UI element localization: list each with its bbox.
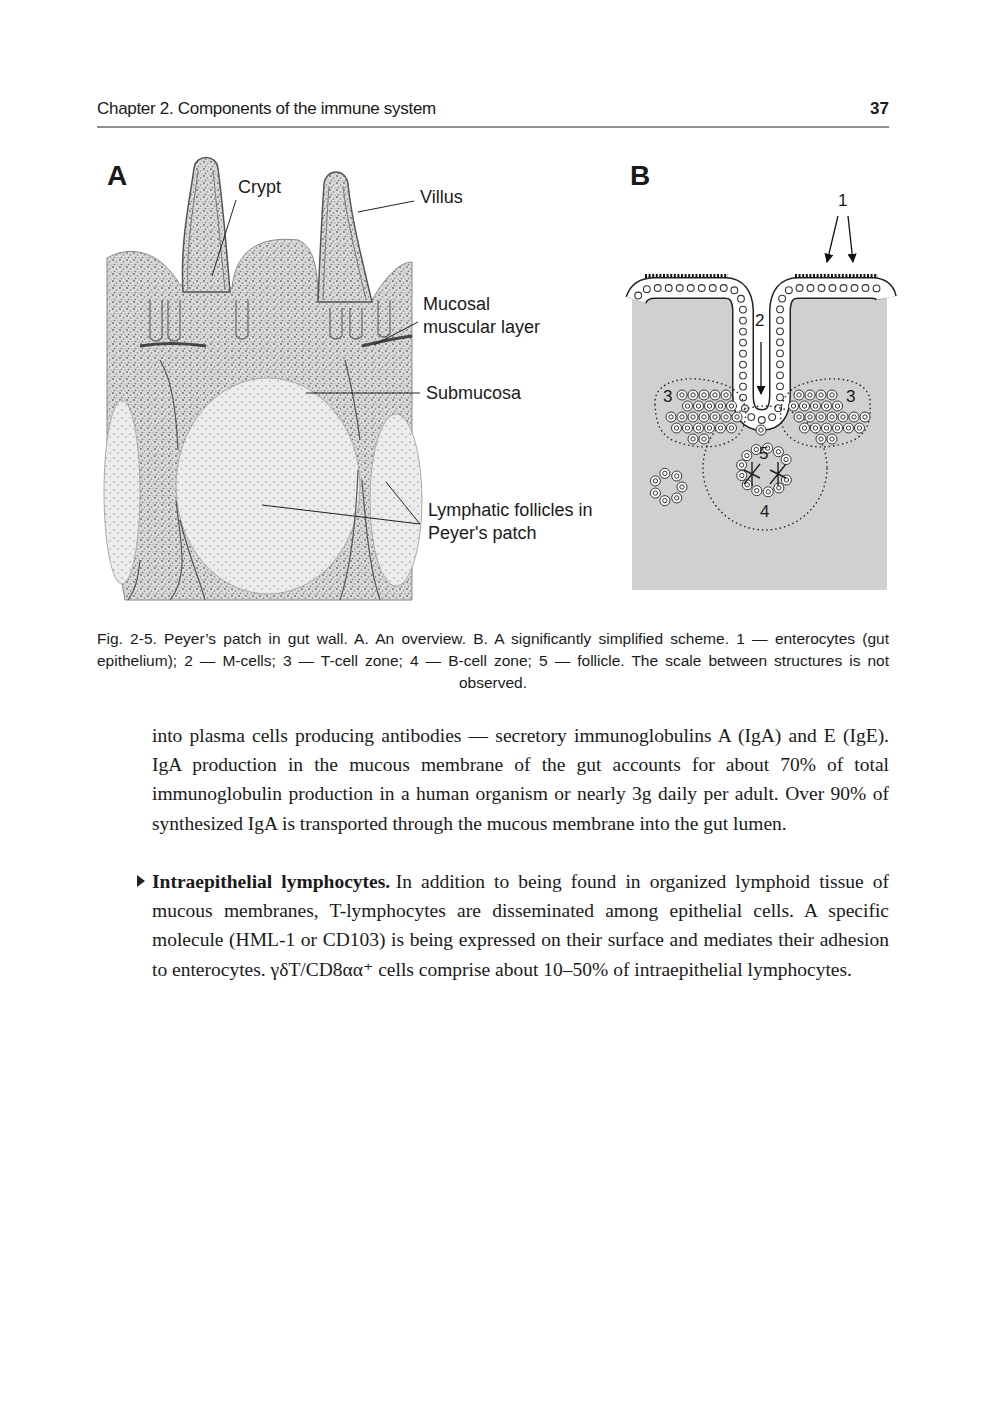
part-label: Crypt: [238, 176, 281, 199]
callout-number: 5: [759, 445, 768, 463]
callout-number: 3: [663, 388, 672, 406]
panel-letter: A: [107, 160, 127, 192]
peyers-patch-overview: [104, 158, 422, 601]
callout-number: 2: [755, 312, 764, 330]
callout-number: 3: [846, 388, 855, 406]
part-label: Submucosa: [426, 382, 521, 405]
callout-number: 1: [838, 192, 847, 210]
part-label: Mucosal muscular layer: [423, 293, 563, 339]
bullet-paragraph: Intraepithelial lymphocytes.In addition …: [152, 867, 889, 984]
panel-letter: B: [630, 160, 650, 192]
bullet-marker: [137, 875, 145, 887]
part-label: Villus: [420, 186, 463, 209]
bullet-heading: Intraepithelial lymphocytes.: [152, 871, 390, 892]
callout-number: 4: [760, 503, 769, 521]
page-number: 37: [789, 99, 889, 119]
header-rule: [97, 127, 889, 128]
part-label: Lymphatic follicles in Peyer's patch: [428, 499, 604, 545]
figure-caption: Fig. 2-5. Peyer’s patch in gut wall. A. …: [97, 628, 889, 694]
body-paragraph: into plasma cells producing antibodies —…: [152, 721, 889, 838]
peyers-patch-scheme: [632, 216, 887, 590]
running-head: Chapter 2. Components of the immune syst…: [97, 99, 436, 119]
